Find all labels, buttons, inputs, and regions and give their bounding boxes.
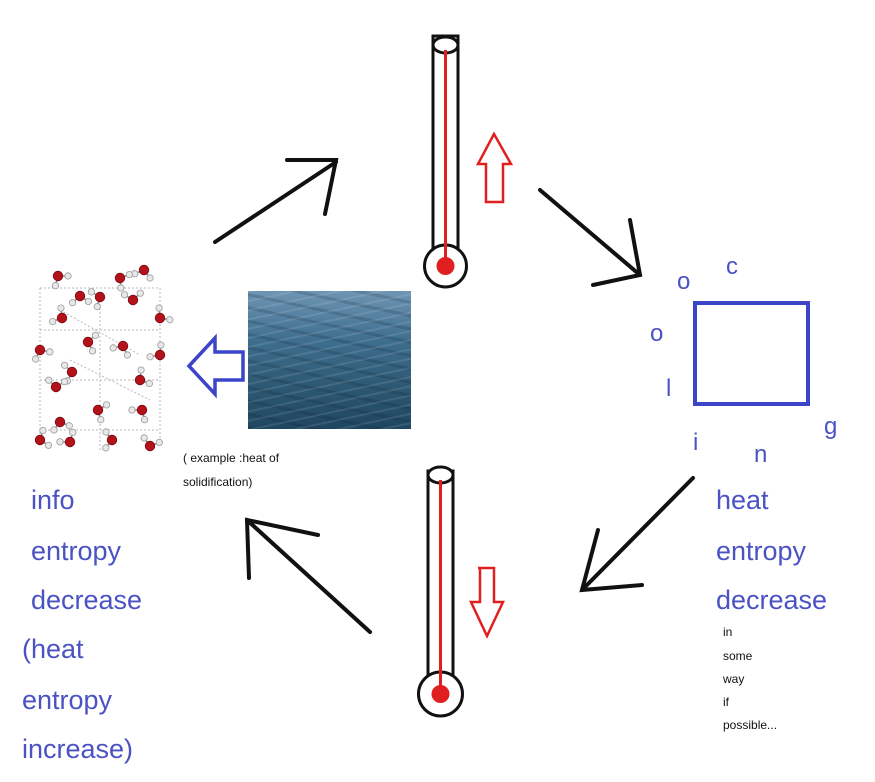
water-molecule [87, 288, 106, 311]
right-small-in: in [723, 625, 733, 639]
water-molecule [50, 416, 73, 434]
left-label-info: info [31, 485, 75, 515]
cooling-letter-g: g [824, 413, 838, 440]
water-molecule [49, 304, 68, 326]
down-arrow-icon [469, 566, 505, 639]
right-label-heat: heat [716, 485, 769, 515]
cooling-letter-c: c [726, 253, 738, 280]
water-molecule [109, 340, 131, 359]
water-molecule [68, 290, 92, 307]
cooling-letter-o2: o [650, 320, 664, 347]
water-molecules [32, 264, 174, 452]
water-molecule [154, 304, 174, 324]
water-molecule [60, 361, 78, 385]
water-molecule [140, 434, 163, 452]
left-label-decrease: decrease [31, 585, 143, 615]
left-label-increase: increase) [22, 734, 134, 764]
right-small-way: way [723, 672, 745, 686]
water-molecule [82, 331, 100, 355]
water-molecule [134, 366, 153, 388]
water-molecule [114, 270, 133, 292]
cooling-letter-i: i [693, 429, 699, 456]
water-molecule [32, 344, 54, 363]
right-small-if: if [723, 695, 729, 709]
example-note-line-2: solidification) [183, 475, 253, 489]
arrow-icon [538, 188, 643, 287]
cooling-letter-l: l [666, 375, 672, 402]
thermometer-icon [423, 34, 468, 289]
cooling-letter-n: n [754, 441, 768, 468]
water-molecule [34, 426, 53, 449]
water-molecule [128, 404, 149, 424]
up-arrow-icon [475, 131, 514, 204]
right-label-entropy: entropy [716, 536, 807, 566]
water-molecule [146, 341, 166, 361]
water-image [248, 291, 411, 429]
arrow-icon [213, 158, 339, 244]
water-molecule [120, 289, 144, 306]
ice-crystal-lattice-icon [32, 264, 174, 452]
left-label-entropy: entropy [31, 536, 122, 566]
water-molecule [92, 401, 111, 424]
left-label-entropy-2: entropy [22, 685, 113, 715]
cooling-letter-o1: o [677, 268, 691, 295]
example-note-line-1: ( example :heat of [183, 451, 280, 465]
square-icon [693, 301, 810, 406]
water-molecule [45, 376, 69, 393]
right-small-possible: possible... [723, 718, 778, 732]
water-molecule [131, 264, 154, 282]
thermometer-icon [417, 465, 464, 718]
arrow-icon [579, 476, 695, 593]
arrow-icon [244, 517, 372, 634]
right-label-decrease: decrease [716, 585, 828, 615]
left-arrow-icon [186, 333, 245, 399]
left-label-heat: (heat [22, 634, 84, 664]
water-molecule [56, 428, 77, 448]
water-molecule [51, 270, 72, 290]
water-molecule [102, 428, 118, 452]
right-small-some: some [723, 649, 753, 663]
